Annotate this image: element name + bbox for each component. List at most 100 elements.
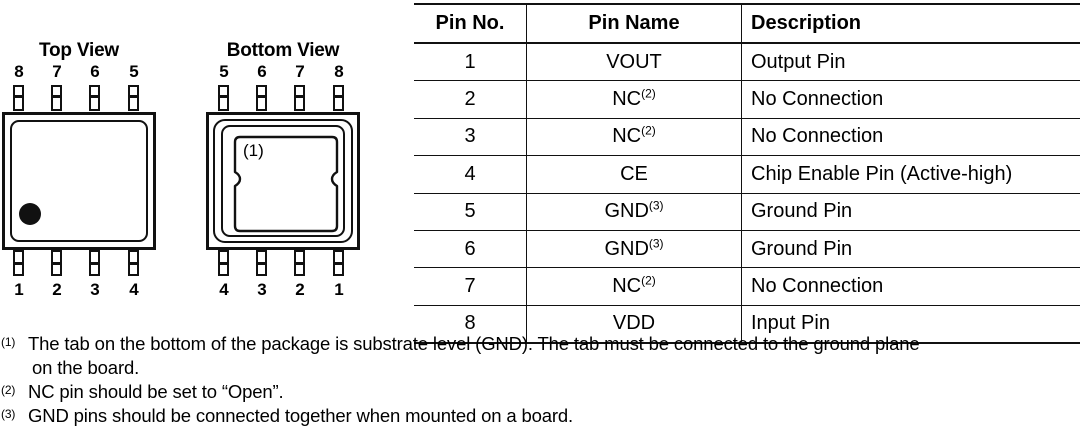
exposed-pad-icon (233, 135, 339, 233)
package-diagrams: Top View 8 7 6 5 1 2 3 4 Bottom View 5 6 (0, 0, 410, 320)
footnote-text: GND pins should be connected together wh… (28, 405, 574, 426)
cell-pin-name: VDD (526, 304, 742, 345)
top-view-title: Top View (38, 40, 120, 61)
cell-description: Ground Pin (741, 229, 1080, 269)
pin-name-footnote-marker: (2) (641, 123, 656, 138)
top-view-lead-6 (89, 85, 100, 111)
pin-name-text: GND (604, 237, 649, 260)
pin-name-text: NC (612, 125, 642, 148)
cell-pin-no: 7 (414, 267, 527, 306)
bottom-view-body: (1) (206, 112, 360, 250)
top-view-pin-label-8: 8 (14, 62, 24, 81)
column-header-pin-no: Pin No. (414, 3, 527, 44)
pin-name-text: VDD (612, 312, 656, 335)
cell-description: No Connection (741, 117, 1080, 157)
pin-name-footnote-marker: (2) (641, 86, 656, 101)
exposed-pad-label: (1) (243, 141, 264, 160)
cell-description: Output Pin (741, 42, 1080, 82)
bottom-view-pin-label-7: 7 (295, 62, 305, 81)
footnote-text: The tab on the bottom of the package is … (28, 333, 920, 354)
bottom-view-pin-label-1: 1 (334, 280, 344, 299)
bottom-view-pin-label-5: 5 (219, 62, 229, 81)
footnote-continuation: on the board. (32, 357, 140, 378)
table-header-row: Pin No. Pin Name Description (414, 3, 1080, 44)
cell-pin-name: GND(3) (526, 229, 742, 269)
bottom-view-pin-label-6: 6 (257, 62, 267, 81)
top-view-pin-label-1: 1 (14, 280, 24, 299)
cell-pin-name: CE (526, 155, 742, 194)
cell-description: Chip Enable Pin (Active-high) (741, 155, 1080, 194)
bottom-view-pin-label-2: 2 (295, 280, 305, 299)
bottom-view-lead-2 (294, 250, 305, 276)
footnote-marker: (2) (1, 383, 16, 397)
top-view-body (2, 112, 156, 250)
bottom-view-lead-5 (218, 85, 229, 111)
footnote: (2) NC pin should be set to “Open”. (0, 380, 1080, 404)
bottom-view-lead-8 (333, 85, 344, 111)
top-view-lead-1 (13, 250, 24, 276)
top-view-lead-4 (128, 250, 139, 276)
table-row: 4 CE Chip Enable Pin (Active-high) (414, 155, 1080, 194)
top-view-pin-label-6: 6 (90, 62, 100, 81)
bottom-view-lead-4 (218, 250, 229, 276)
pin-name-text: GND (604, 200, 649, 223)
cell-pin-name: VOUT (526, 42, 742, 82)
cell-pin-name: GND(3) (526, 192, 742, 231)
cell-pin-no: 3 (414, 117, 527, 157)
cell-pin-no: 6 (414, 229, 527, 269)
cell-pin-name: NC(2) (526, 80, 742, 119)
pin-name-footnote-marker: (3) (648, 198, 664, 213)
footnote-marker: (1) (1, 335, 16, 349)
top-view-pin-label-2: 2 (52, 280, 62, 299)
column-header-pin-name: Pin Name (526, 3, 742, 44)
bottom-view-pin-label-8: 8 (334, 62, 344, 81)
cell-description: Ground Pin (741, 192, 1080, 231)
bottom-view-lead-7 (294, 85, 305, 111)
cell-pin-no: 1 (414, 42, 527, 82)
bottom-view-lead-3 (256, 250, 267, 276)
pin-name-text: NC (612, 275, 642, 298)
table-row: 8 VDD Input Pin (414, 304, 1080, 345)
footnote: (1) The tab on the bottom of the package … (0, 332, 1080, 380)
top-view-lead-5 (128, 85, 139, 111)
top-view-pin-label-7: 7 (52, 62, 62, 81)
cell-pin-name: NC(2) (526, 117, 742, 157)
pin-name-footnote-marker: (2) (641, 273, 656, 288)
top-view-pin-label-5: 5 (129, 62, 139, 81)
pin-name-text: NC (612, 88, 642, 111)
cell-pin-no: 4 (414, 155, 527, 194)
cell-description: No Connection (741, 80, 1080, 119)
bottom-view-lead-6 (256, 85, 267, 111)
cell-pin-no: 8 (414, 304, 527, 345)
bottom-view-title: Bottom View (226, 40, 340, 61)
top-view-lead-2 (51, 250, 62, 276)
footnote-text: NC pin should be set to “Open”. (28, 381, 284, 402)
table-row: 7 NC(2) No Connection (414, 267, 1080, 306)
cell-pin-no: 2 (414, 80, 527, 119)
cell-description: Input Pin (741, 304, 1080, 345)
footnotes: (1) The tab on the bottom of the package … (0, 332, 1080, 428)
footnote-marker: (3) (1, 407, 16, 421)
top-view-pin-label-4: 4 (129, 280, 139, 299)
footnote: (3) GND pins should be connected together… (0, 404, 1080, 428)
table-row: 1 VOUT Output Pin (414, 42, 1080, 82)
cell-description: No Connection (741, 267, 1080, 306)
top-view-lead-8 (13, 85, 24, 111)
top-view-pin-label-3: 3 (90, 280, 100, 299)
bottom-view-pin-label-4: 4 (219, 280, 229, 299)
bottom-view-lead-1 (333, 250, 344, 276)
pin-name-text: VOUT (606, 50, 662, 73)
pin-name-footnote-marker: (3) (648, 235, 664, 250)
top-view-lead-3 (89, 250, 100, 276)
cell-pin-no: 5 (414, 192, 527, 231)
pin-name-text: CE (620, 162, 648, 185)
pin-description-table: Pin No. Pin Name Description 1 VOUT Output… (414, 3, 1080, 345)
bottom-view-pin-label-3: 3 (257, 280, 267, 299)
column-header-description: Description (741, 3, 1080, 44)
pin1-dot-icon (19, 203, 41, 225)
